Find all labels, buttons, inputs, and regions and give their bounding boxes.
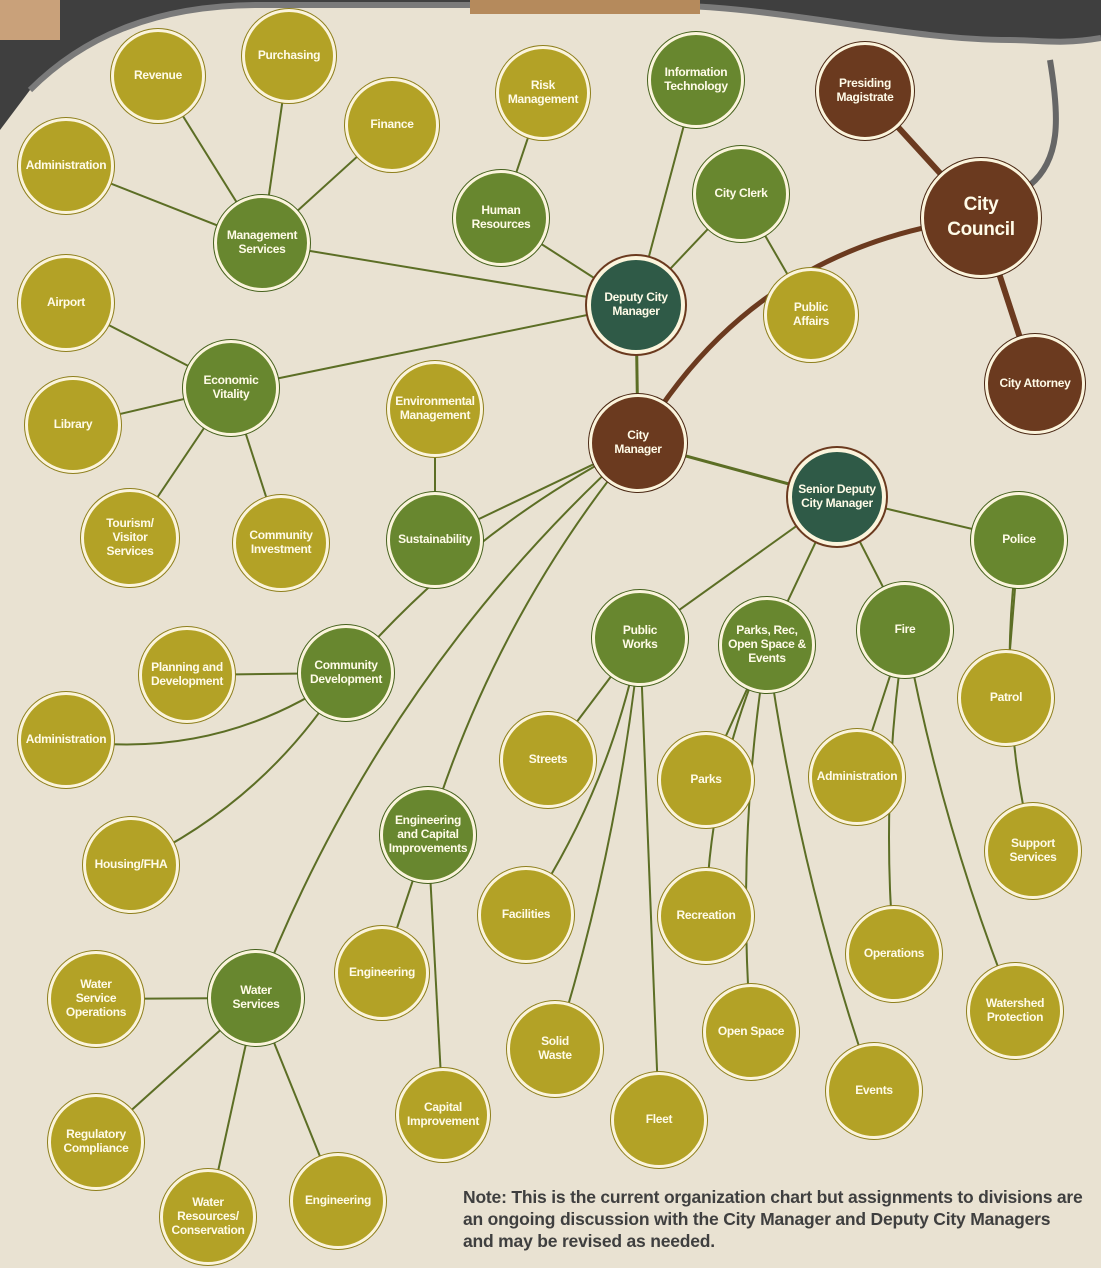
header-photo-strip — [470, 0, 700, 14]
node-sustainability[interactable]: Sustainability — [387, 492, 483, 588]
node-parks[interactable]: Parks — [658, 732, 754, 828]
header-photo — [0, 0, 60, 40]
node-operations[interactable]: Operations — [846, 906, 942, 1002]
node-housing[interactable]: Housing/FHA — [83, 817, 179, 913]
node-city-council[interactable]: City Council — [921, 158, 1041, 278]
node-airport[interactable]: Airport — [18, 255, 114, 351]
node-finance[interactable]: Finance — [345, 78, 439, 172]
node-ms-administration[interactable]: Administration — [18, 118, 114, 214]
node-events[interactable]: Events — [826, 1043, 922, 1139]
node-patrol[interactable]: Patrol — [958, 650, 1054, 746]
node-economic-vitality[interactable]: Economic Vitality — [183, 340, 279, 436]
node-tourism[interactable]: Tourism/ Visitor Services — [81, 489, 179, 587]
node-purchasing[interactable]: Purchasing — [242, 9, 336, 103]
node-engineering-capital[interactable]: Engineering and Capital Improvements — [380, 787, 476, 883]
node-city-attorney[interactable]: City Attorney — [985, 334, 1085, 434]
node-information-technology[interactable]: Information Technology — [648, 32, 744, 128]
node-deputy-city-manager[interactable]: Deputy City Manager — [587, 256, 685, 354]
node-ws-engineering[interactable]: Engineering — [290, 1153, 386, 1249]
node-community-development[interactable]: Community Development — [298, 625, 394, 721]
node-risk-management[interactable]: Risk Management — [496, 46, 590, 140]
node-human-resources[interactable]: Human Resources — [453, 170, 549, 266]
node-fire-administration[interactable]: Administration — [809, 729, 905, 825]
node-fire[interactable]: Fire — [857, 582, 953, 678]
node-water-services[interactable]: Water Services — [208, 950, 304, 1046]
node-fleet[interactable]: Fleet — [611, 1072, 707, 1168]
node-water-resources[interactable]: Water Resources/ Conservation — [160, 1169, 256, 1265]
node-public-affairs[interactable]: Public Affairs — [764, 268, 858, 362]
node-parks-rec[interactable]: Parks, Rec, Open Space & Events — [719, 597, 815, 693]
footnote: Note: This is the current organization c… — [463, 1187, 1083, 1252]
node-regulatory-compliance[interactable]: Regulatory Compliance — [48, 1094, 144, 1190]
node-solid-waste[interactable]: Solid Waste — [507, 1001, 603, 1097]
node-senior-deputy-city-manager[interactable]: Senior Deputy City Manager — [788, 448, 886, 546]
node-recreation[interactable]: Recreation — [658, 868, 754, 964]
node-city-clerk[interactable]: City Clerk — [693, 146, 789, 242]
node-management-services[interactable]: Management Services — [214, 195, 310, 291]
node-police[interactable]: Police — [971, 492, 1067, 588]
node-city-manager[interactable]: City Manager — [589, 394, 687, 492]
node-support-services[interactable]: Support Services — [985, 803, 1081, 899]
node-open-space[interactable]: Open Space — [703, 984, 799, 1080]
node-public-works[interactable]: Public Works — [592, 590, 688, 686]
node-water-service-operations[interactable]: Water Service Operations — [48, 951, 144, 1047]
node-streets[interactable]: Streets — [500, 712, 596, 808]
node-capital-improvement[interactable]: Capital Improvement — [396, 1068, 490, 1162]
node-watershed-protection[interactable]: Watershed Protection — [967, 963, 1063, 1059]
node-planning-development[interactable]: Planning and Development — [139, 627, 235, 723]
node-cd-administration[interactable]: Administration — [18, 692, 114, 788]
node-ec-engineering[interactable]: Engineering — [335, 926, 429, 1020]
node-facilities[interactable]: Facilities — [478, 867, 574, 963]
node-community-investment[interactable]: Community Investment — [233, 495, 329, 591]
node-presiding-magistrate[interactable]: Presiding Magistrate — [816, 42, 914, 140]
node-revenue[interactable]: Revenue — [111, 29, 205, 123]
node-environmental-management[interactable]: Environmental Management — [387, 361, 483, 457]
node-library[interactable]: Library — [25, 377, 121, 473]
